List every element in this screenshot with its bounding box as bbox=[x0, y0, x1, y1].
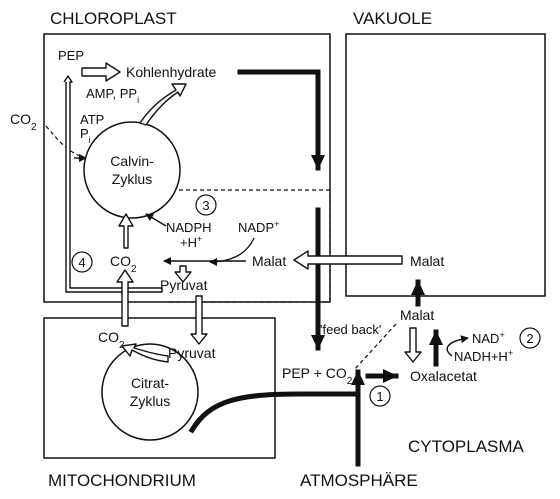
citrat-label-line1: Citrat- bbox=[131, 375, 169, 391]
nadph-label: NADPH bbox=[166, 220, 212, 235]
enzyme-3-badge bbox=[195, 194, 217, 216]
vacuole-membrane bbox=[345, 33, 546, 297]
calvin-label-line1: Calvin- bbox=[110, 153, 154, 169]
enzyme-3-number: 3 bbox=[202, 198, 209, 213]
mito-co2-to-chloroplast-arrow bbox=[116, 269, 134, 327]
malat-efflux-arrow bbox=[293, 250, 403, 270]
vacuole-title: VAKUOLE bbox=[353, 9, 432, 28]
nadh-to-nad-arrow bbox=[446, 335, 469, 357]
co2-outside-label: CO2 bbox=[10, 111, 37, 133]
nadph-to-calvin-arrow bbox=[145, 213, 167, 227]
co2-entry-dashed-arrow bbox=[45, 125, 81, 157]
nadh-label: NADH+H+ bbox=[454, 348, 513, 364]
nadp-to-nadph-arrow bbox=[209, 237, 255, 266]
malat-vacuole-label: Malat bbox=[410, 253, 444, 269]
pyruvat-to-citrat-arrow bbox=[121, 343, 169, 363]
pep-co2-label: PEP + CO2 bbox=[282, 365, 353, 387]
atmospheric-co2-curve bbox=[188, 391, 361, 434]
enzyme-1-badge bbox=[369, 385, 391, 407]
nadp-label: NADP+ bbox=[238, 219, 279, 235]
cytoplasma-title: CYTOPLASMA bbox=[408, 437, 525, 456]
calvin-atp-consumption-arrow bbox=[139, 83, 187, 126]
nadph-h-label: +H+ bbox=[180, 234, 202, 250]
pyruvat-mito-label: Pyruvat bbox=[168, 345, 216, 361]
co2-mito-label: CO2 bbox=[98, 329, 125, 351]
carbohydrate-to-pep-arrow bbox=[237, 69, 325, 171]
malat-chloroplast-label: Malat bbox=[252, 253, 286, 269]
oxalacetat-label: Oxalacetat bbox=[410, 368, 477, 384]
chloroplast-title: CHLOROPLAST bbox=[50, 9, 177, 28]
amp-ppi-label: AMP, PPi bbox=[86, 86, 139, 105]
pi-label: Pi bbox=[80, 126, 91, 145]
enzyme-4-badge bbox=[71, 251, 93, 273]
nad-label: NAD+ bbox=[472, 330, 505, 346]
co2-to-calvin-arrow bbox=[118, 213, 134, 249]
enzyme-4-number: 4 bbox=[78, 255, 85, 270]
pyruvat-to-pep-return-line bbox=[63, 75, 163, 293]
pep-chloroplast-label: PEP bbox=[58, 48, 84, 63]
atp-label: ATP bbox=[80, 112, 104, 127]
citrat-label-line2: Zyklus bbox=[130, 393, 170, 409]
mitochondrium-membrane bbox=[43, 317, 276, 459]
mitochondrium-title: MITOCHONDRIUM bbox=[48, 471, 196, 490]
calvin-cycle-circle bbox=[83, 121, 181, 219]
malat-to-oxalacetat-arrow bbox=[404, 327, 422, 363]
atmosphere-title: ATMOSPHÄRE bbox=[300, 471, 418, 490]
enzyme-1-number: 1 bbox=[376, 389, 383, 404]
malat-cytoplasm-label: Malat bbox=[400, 307, 434, 323]
enzyme-2-badge bbox=[519, 327, 541, 349]
feed-back-label: 'feed back' bbox=[320, 322, 381, 337]
pyruvat-chloroplast-label: Pyruvat bbox=[160, 277, 208, 293]
enzyme-2-number: 2 bbox=[526, 331, 533, 346]
calvin-label-line2: Zyklus bbox=[112, 171, 152, 187]
dashed-cytosolic-region bbox=[165, 189, 331, 303]
citrat-cycle-circle bbox=[101, 343, 199, 441]
pyruvat-to-mito-arrow bbox=[190, 295, 208, 345]
feed-back-dashed-line bbox=[353, 323, 397, 371]
malate-to-pyruvat-arrow bbox=[174, 265, 192, 283]
pep-to-carbohydrate-arrow bbox=[81, 62, 121, 82]
co2-chloroplast-label: CO2 bbox=[110, 253, 137, 275]
kohlenhydrate-label: Kohlenhydrate bbox=[126, 64, 217, 80]
